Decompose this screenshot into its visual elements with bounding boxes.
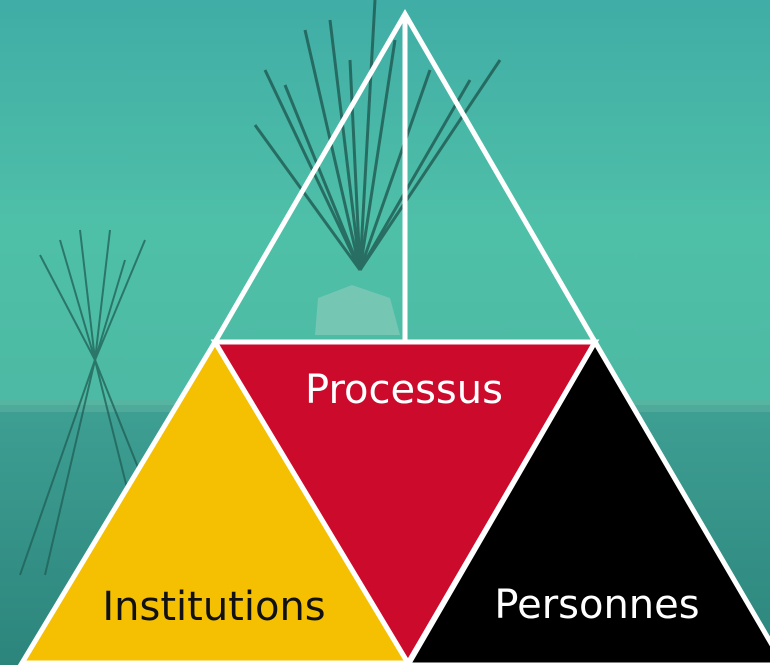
personnes-label: Personnes — [494, 582, 699, 628]
tipi-cover — [315, 285, 400, 335]
left-tipi-poles — [19, 229, 176, 581]
center-triangle-shape — [210, 339, 600, 665]
institutions-label: Institutions — [102, 584, 325, 630]
center-triangle: Processus — [210, 339, 600, 665]
processus-label: Processus — [305, 367, 503, 413]
